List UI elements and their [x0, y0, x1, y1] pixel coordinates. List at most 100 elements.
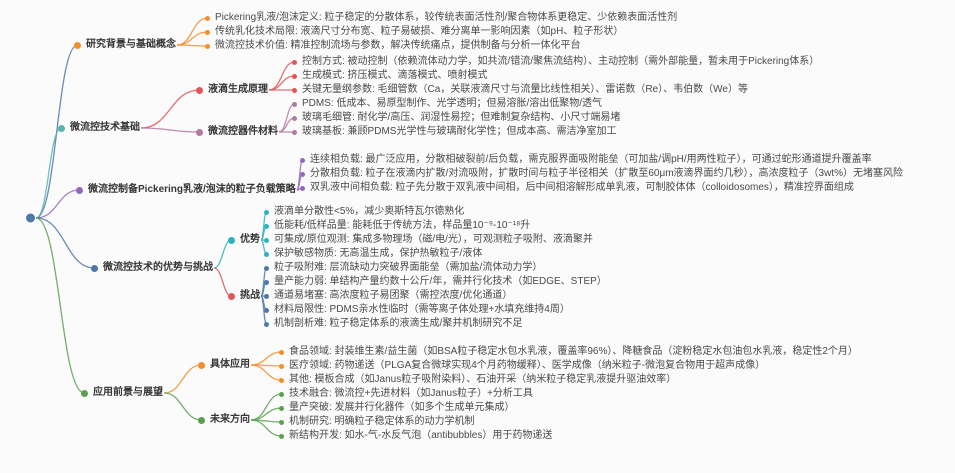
node-label: 低能耗/低样品量: 能耗低于传统方法，样品量10⁻⁹-10⁻¹⁸升	[274, 220, 531, 231]
collapse-circle-icon[interactable]	[196, 128, 203, 136]
node-label: 保护敏感物质: 无高温生成，保护热敏粒子/液体	[274, 248, 483, 259]
node-label: 微流控器件材料	[208, 126, 278, 137]
bullet-icon	[264, 279, 269, 285]
node-device-materials[interactable]: 微流控器件材料	[196, 127, 278, 137]
bullet-icon	[279, 391, 284, 397]
collapse-circle-icon[interactable]	[196, 86, 203, 94]
branch-advantages-and-challenges[interactable]: 微流控技术的优势与挑战	[91, 263, 213, 273]
bullet-icon	[264, 237, 269, 243]
node-label: 关键无量纲参数: 毛细管数（Ca，关联液滴尺寸与流量比线性相关）、雷诺数（Re）…	[302, 84, 748, 95]
leaf-node: 控制方式: 被动控制（依赖流体动力学，如共流/错流/聚焦流结构）、主动控制（需外…	[292, 57, 819, 67]
node-droplet-generation-principles[interactable]: 液滴生成原理	[196, 85, 268, 95]
bullet-icon	[292, 129, 297, 135]
node-advantages[interactable]: 优势	[228, 235, 260, 245]
bullet-icon	[264, 293, 269, 299]
collapse-circle-icon[interactable]	[228, 236, 235, 244]
bullet-icon	[264, 223, 269, 229]
node-label: 未来方向	[210, 414, 250, 425]
root-node[interactable]	[26, 213, 35, 223]
bullet-icon	[264, 265, 269, 271]
branch-particle-loading-strategies[interactable]: 微流控制备Pickering乳液/泡沫的粒子负载策略	[76, 185, 296, 195]
leaf-node: 通道易堵塞: 高浓度粒子易团聚（需控浓度/优化通道）	[264, 291, 512, 301]
branch-applications-and-outlook[interactable]: 应用前景与展望	[81, 388, 163, 398]
node-label: 其他: 模板合成（如Janus粒子吸附染料）、石油开采（纳米粒子稳定乳液提升驱油…	[289, 374, 677, 385]
leaf-node: 保护敏感物质: 无高温生成，保护热敏粒子/液体	[264, 249, 482, 259]
bullet-icon	[279, 349, 284, 355]
bullet-icon	[300, 171, 305, 177]
bullet-icon	[292, 87, 297, 93]
collapse-circle-icon[interactable]	[74, 41, 81, 49]
bullet-icon	[292, 115, 297, 121]
node-label: 材料局限性: PDMS亲水性临时（需等离子体处理+水填充维持4周）	[274, 304, 570, 315]
node-label: 控制方式: 被动控制（依赖流体动力学，如共流/错流/聚焦流结构）、主动控制（需外…	[302, 56, 820, 67]
node-label: 技术融合: 微流控+先进材料（如Janus粒子）+分析工具	[289, 388, 533, 399]
node-label: 量产能力弱: 单结构产量约数十公斤/年，需并行化技术（如EDGE、STEP）	[274, 276, 607, 287]
bullet-icon	[279, 419, 284, 425]
bullet-icon	[292, 101, 297, 107]
bullet-icon	[279, 377, 284, 383]
leaf-node: 量产能力弱: 单结构产量约数十公斤/年，需并行化技术（如EDGE、STEP）	[264, 277, 607, 287]
leaf-node: 低能耗/低样品量: 能耗低于传统方法，样品量10⁻⁹-10⁻¹⁸升	[264, 221, 530, 231]
leaf-node: 机制研究: 明确粒子稳定体系的动力学机制	[279, 417, 475, 427]
leaf-node: 关键无量纲参数: 毛细管数（Ca，关联液滴尺寸与流量比线性相关）、雷诺数（Re）…	[292, 85, 748, 95]
node-label: 传统乳化技术局限: 液滴尺寸分布宽、粒子易破损、难分离单一影响因素（如pH、粒子…	[215, 26, 624, 37]
leaf-node: 食品领域: 封装维生素/益生菌（如BSA粒子稳定水包水乳液，覆盖率96%）、降糖…	[279, 347, 858, 357]
node-label: 玻璃基板: 兼顾PDMS光学性与玻璃耐化学性；但成本高、需洁净室加工	[302, 126, 617, 137]
node-label: 微流控技术的优势与挑战	[103, 262, 213, 273]
branch-research-background[interactable]: 研究背景与基础概念	[74, 40, 176, 50]
leaf-node: Pickering乳液/泡沫定义: 粒子稳定的分散体系，较传统表面活性剂/聚合物…	[205, 13, 677, 23]
collapse-circle-icon[interactable]	[58, 124, 65, 132]
leaf-node: 可集成/原位观测: 集成多物理场（磁/电/光），可观测粒子吸附、液滴聚并	[264, 235, 593, 245]
node-label: 微流控技术基础	[70, 122, 140, 133]
bullet-icon	[264, 209, 269, 215]
bullet-icon	[300, 157, 305, 163]
node-label: 优势	[240, 234, 260, 245]
node-challenges[interactable]: 挑战	[228, 291, 260, 301]
leaf-node: 材料局限性: PDMS亲水性临时（需等离子体处理+水填充维持4周）	[264, 305, 570, 315]
node-label: 研究背景与基础概念	[86, 39, 176, 50]
bullet-icon	[279, 363, 284, 369]
node-label: 可集成/原位观测: 集成多物理场（磁/电/光），可观测粒子吸附、液滴聚并	[274, 234, 593, 245]
leaf-node: 双乳液中间相负载: 粒子先分散于双乳液中间相，后中间相溶解形成单乳液，可制胶体体…	[300, 183, 854, 193]
node-label: Pickering乳液/泡沫定义: 粒子稳定的分散体系，较传统表面活性剂/聚合物…	[215, 12, 678, 23]
node-future-directions[interactable]: 未来方向	[198, 415, 250, 425]
leaf-node: 新结构开发: 如水-气-水反气泡（antibubbles）用于药物递送	[279, 431, 552, 441]
node-label: 连续相负载: 最广泛应用，分散相破裂前/后负载，需克服界面吸附能垒（可加盐/调p…	[310, 154, 872, 165]
bullet-icon	[279, 433, 284, 439]
node-label: 液滴生成原理	[208, 84, 268, 95]
node-specific-applications[interactable]: 具体应用	[198, 360, 250, 370]
node-label: 微流控技术价值: 精准控制流场与参数，解决传统痛点，提供制备与分析一体化平台	[215, 40, 581, 51]
node-label: 微流控制备Pickering乳液/泡沫的粒子负载策略	[88, 184, 296, 195]
node-label: 液滴单分散性<5%，减少奥斯特瓦尔德熟化	[274, 206, 465, 217]
node-label: 分散相负载: 粒子在液滴内扩散/对流吸附，扩散时间与粒子半径相关（扩散至60μm…	[310, 168, 904, 179]
bullet-icon	[292, 59, 297, 65]
node-label: 生成模式: 挤压模式、滴落模式、喷射模式	[302, 70, 488, 81]
node-label: 新结构开发: 如水-气-水反气泡（antibubbles）用于药物递送	[289, 430, 553, 441]
node-label: 医疗领域: 药物递送（PLGA复合微球实现4个月药物缓释）、医学成像（纳米粒子-…	[289, 360, 766, 371]
collapse-circle-icon[interactable]	[91, 264, 98, 272]
leaf-node: 玻璃基板: 兼顾PDMS光学性与玻璃耐化学性；但成本高、需洁净室加工	[292, 127, 616, 137]
leaf-node: 技术融合: 微流控+先进材料（如Janus粒子）+分析工具	[279, 389, 533, 399]
collapse-circle-icon[interactable]	[198, 416, 205, 424]
node-label: 机制剖析难: 粒子稳定体系的液滴生成/聚并机制研究不足	[274, 318, 523, 329]
collapse-circle-icon[interactable]	[198, 361, 205, 369]
node-label: 应用前景与展望	[93, 387, 163, 398]
node-label: 粒子吸附难: 层流缺动力突破界面能垒（需加盐/流体动力学）	[274, 262, 543, 273]
collapse-circle-icon[interactable]	[228, 292, 235, 300]
leaf-node: 传统乳化技术局限: 液滴尺寸分布宽、粒子易破损、难分离单一影响因素（如pH、粒子…	[205, 27, 623, 37]
leaf-node: 量产突破: 发展并行化器件（如多个生成单元集成）	[279, 403, 515, 413]
leaf-node: 其他: 模板合成（如Janus粒子吸附染料）、石油开采（纳米粒子稳定乳液提升驱油…	[279, 375, 676, 385]
collapse-circle-icon[interactable]	[76, 186, 83, 194]
leaf-node: 生成模式: 挤压模式、滴落模式、喷射模式	[292, 71, 488, 81]
bullet-icon	[292, 73, 297, 79]
bullet-icon	[205, 29, 210, 35]
bullet-icon	[300, 185, 305, 191]
node-label: 具体应用	[210, 359, 250, 370]
leaf-node: 分散相负载: 粒子在液滴内扩散/对流吸附，扩散时间与粒子半径相关（扩散至60μm…	[300, 169, 903, 179]
leaf-node: 液滴单分散性<5%，减少奥斯特瓦尔德熟化	[264, 207, 464, 217]
bullet-icon	[205, 43, 210, 49]
leaf-node: 玻璃毛细管: 耐化学/高压、润湿性易控；但难制复杂结构、小尺寸端易堵	[292, 113, 620, 123]
branch-microfluidics-fundamentals[interactable]: 微流控技术基础	[58, 123, 140, 133]
collapse-circle-icon[interactable]	[81, 389, 88, 397]
